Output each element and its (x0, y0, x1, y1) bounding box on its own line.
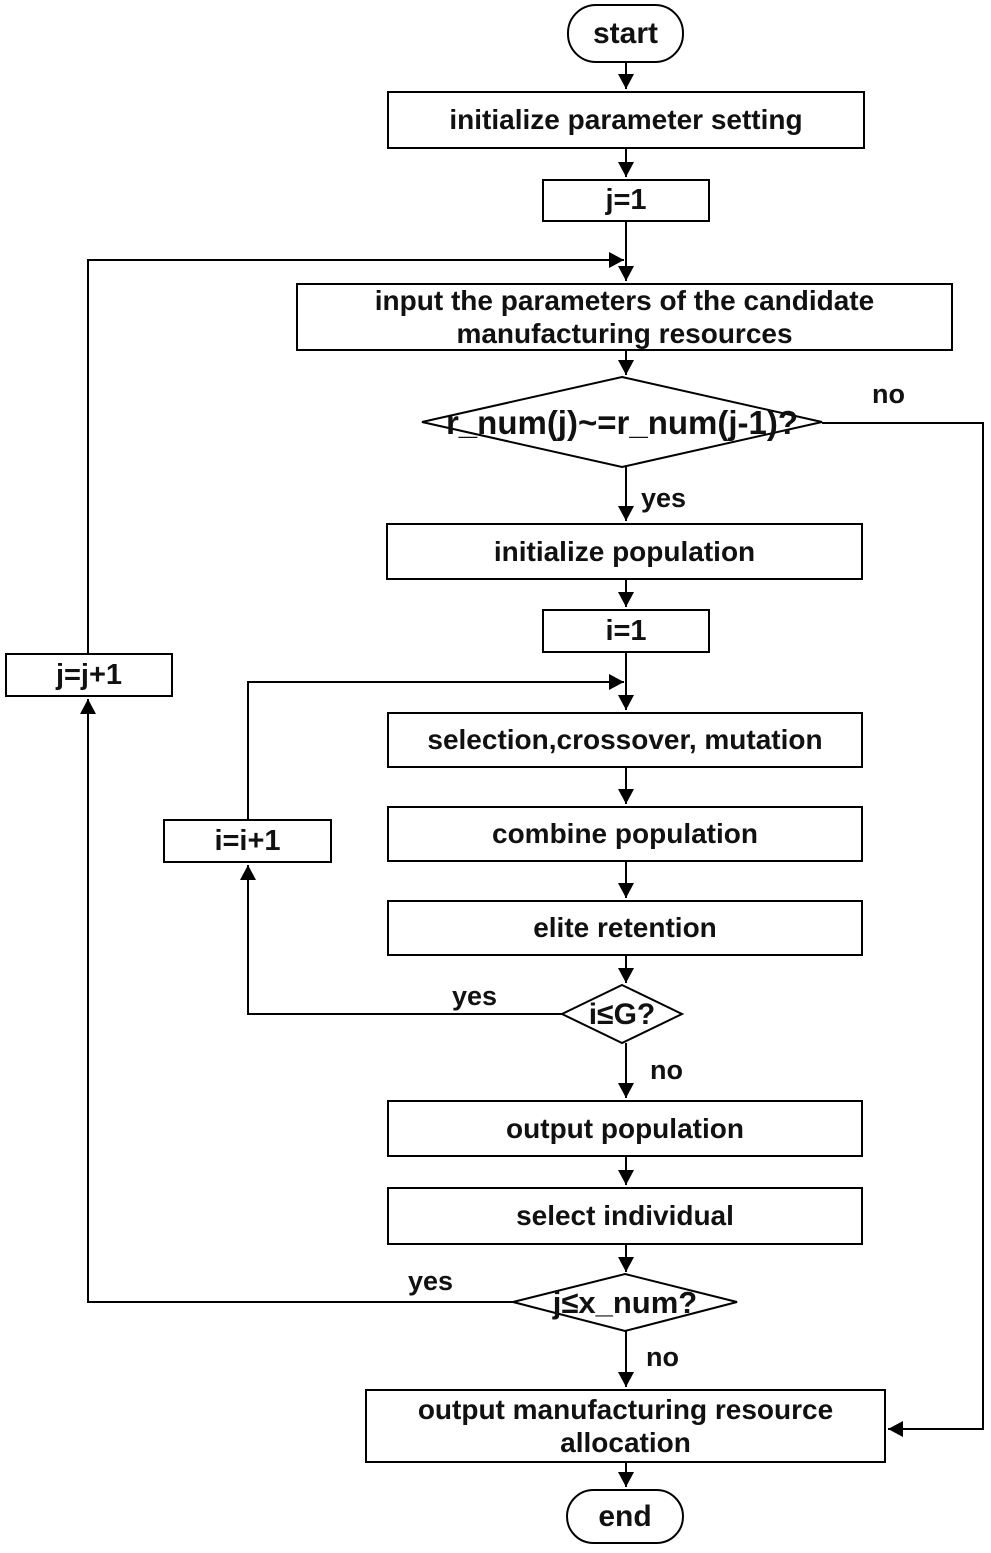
process-initialize-parameter-setting: initialize parameter setting (387, 91, 865, 149)
decision-r-num-label: r_num(j)~=r_num(j-1)? (445, 404, 799, 441)
process-output-resource-allocation: output manufacturing resource allocation (365, 1389, 886, 1463)
start-node: start (567, 4, 684, 63)
process-combine-population: combine population (387, 806, 863, 862)
process-i-equals-1: i=1 (542, 609, 710, 653)
process-output-population: output population (387, 1100, 863, 1157)
process-initialize-population: initialize population (386, 523, 863, 580)
loop-i-return-to-iincr (240, 865, 562, 1015)
diamond-j-le-xnum-shape (512, 1272, 738, 1333)
edge-label-jx-no: no (646, 1342, 679, 1372)
decision-i-le-g-label: i≤G? (588, 998, 656, 1031)
process-j-increment: j=j+1 (5, 653, 173, 697)
process-elite-retention: elite retention (387, 900, 863, 956)
decision-j-le-xnum-label: j≤x_num? (552, 1285, 698, 1320)
edge-label-ig-no: no (650, 1055, 683, 1085)
edge-label-jx-yes: yes (408, 1266, 454, 1296)
process-input-candidate-resources: input the parameters of the candidate ma… (296, 283, 953, 351)
edge-label-rnum-no: no (872, 379, 905, 409)
process-j-equals-1: j=1 (542, 179, 710, 222)
edge-label-rnum-yes: yes (641, 483, 687, 513)
loop-j-rejoin-main (87, 252, 624, 653)
loop-j-return-to-jincr (80, 699, 513, 1303)
process-select-individual: select individual (387, 1187, 863, 1245)
process-selection-crossover-mutation: selection,crossover, mutation (387, 712, 863, 768)
diamond-i-le-g-shape (559, 983, 685, 1045)
end-node: end (566, 1489, 684, 1544)
process-i-increment: i=i+1 (163, 819, 332, 863)
edge-label-ig-yes: yes (452, 981, 498, 1011)
branch-rnum-no-to-outputalloc (822, 422, 984, 1437)
loop-i-rejoin-main (247, 674, 624, 819)
diamond-r-num-shape (421, 375, 823, 469)
